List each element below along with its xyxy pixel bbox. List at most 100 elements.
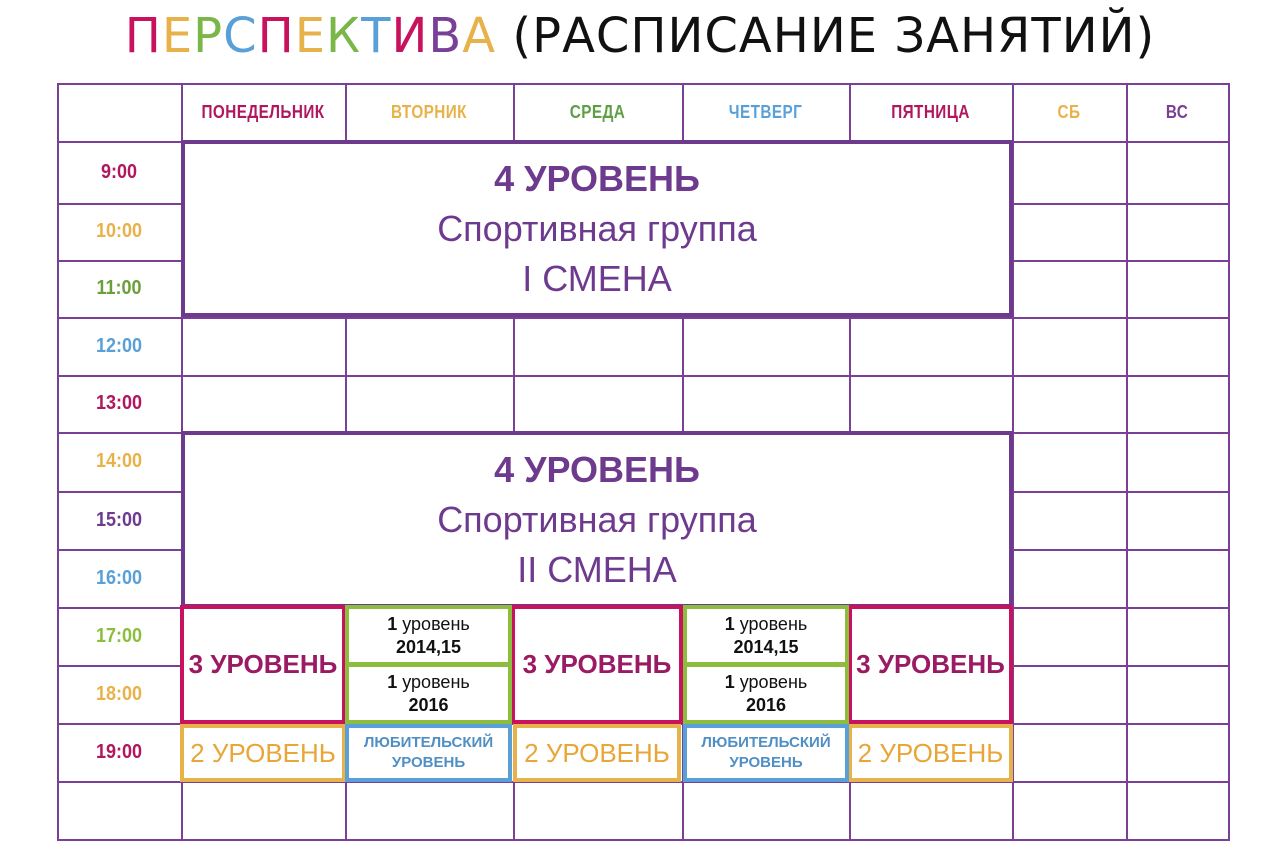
day-header: СРЕДА: [569, 101, 626, 122]
brand-letter: Е: [294, 8, 327, 64]
grid-cell: [1012, 549, 1128, 609]
grid-cell: [849, 781, 1014, 841]
grid-cell: [57, 83, 183, 143]
day-header: СБ: [1057, 101, 1081, 122]
lesson-tue-level1-a: 1 уровень 2014,15: [345, 605, 512, 666]
lesson-thu-level1-b: 1 уровень 2016: [683, 663, 849, 724]
lesson-label: 3 УРОВЕНЬ: [856, 649, 1005, 679]
brand-letter: Т: [361, 8, 392, 64]
grid-cell: [513, 375, 684, 434]
lesson-fri-level3: 3 УРОВЕНЬ: [848, 605, 1013, 724]
brand-letter: Е: [161, 8, 194, 64]
grid-cell: [513, 317, 684, 377]
grid-cell: [1126, 83, 1230, 143]
page-title: ПЕРСПЕКТИВА (РАСПИСАНИЕ ЗАНЯТИЙ): [0, 6, 1280, 66]
lesson-tue-level1-b: 1 уровень 2016: [345, 663, 512, 724]
grid-cell: [181, 317, 347, 377]
grid-cell: [1012, 141, 1128, 205]
time-label: 13:00: [95, 392, 143, 414]
grid-cell: [1012, 83, 1128, 143]
lesson-mon-level2: 2 УРОВЕНЬ: [180, 724, 346, 782]
grid-cell: [57, 260, 183, 319]
block-group: Спортивная группа: [437, 207, 757, 249]
brand-letter: К: [326, 8, 362, 64]
day-header: ПЯТНИЦА: [891, 101, 970, 122]
grid-cell: [1012, 491, 1128, 551]
birth-years: 2014,15: [733, 636, 799, 657]
birth-years: 2014,15: [395, 636, 462, 657]
level-number: 1: [387, 671, 398, 692]
brand-letter: И: [391, 8, 429, 64]
time-label: 16:00: [95, 566, 143, 589]
grid-cell: [1126, 665, 1230, 725]
lesson-thu-level1-a: 1 уровень 2014,15: [683, 605, 849, 666]
grid-cell: [1126, 203, 1230, 262]
time-label: 14:00: [95, 450, 143, 472]
level-word: уровень: [402, 613, 470, 634]
lesson-label: 2 УРОВЕНЬ: [190, 737, 336, 768]
grid-cell: [181, 781, 347, 841]
lesson-label: 3 УРОВЕНЬ: [188, 649, 338, 679]
brand-letter: Р: [193, 8, 224, 64]
lesson-label: 3 УРОВЕНЬ: [522, 649, 672, 679]
block-level: 4 УРОВЕНЬ: [494, 448, 700, 490]
lesson-tue-amateur: ЛЮБИТЕЛЬСКИЙ УРОВЕНЬ: [345, 724, 512, 782]
grid-cell: [57, 491, 183, 551]
lesson-thu-amateur: ЛЮБИТЕЛЬСКИЙ УРОВЕНЬ: [683, 724, 849, 782]
lesson-label: 2 УРОВЕНЬ: [524, 737, 670, 768]
brand-letter: С: [223, 8, 258, 64]
level-word: уровень: [739, 613, 808, 634]
grid-cell: [57, 141, 183, 205]
grid-cell: [181, 83, 347, 143]
day-header: ПОНЕДЕЛЬНИК: [201, 101, 325, 122]
amateur-line2: УРОВЕНЬ: [729, 754, 803, 771]
amateur-line2: УРОВЕНЬ: [391, 754, 466, 771]
amateur-line1: ЛЮБИТЕЛЬСКИЙ: [701, 734, 831, 751]
time-label: 11:00: [96, 277, 142, 299]
level-number: 1: [724, 671, 735, 692]
level-number: 1: [724, 613, 735, 634]
grid-cell: [1012, 665, 1128, 725]
grid-cell: [1126, 432, 1230, 493]
lesson-wed-level2: 2 УРОВЕНЬ: [513, 724, 681, 782]
grid-cell: [1012, 723, 1128, 783]
grid-cell: [345, 317, 515, 377]
grid-cell: [682, 781, 851, 841]
grid-cell: [57, 665, 183, 725]
grid-cell: [1126, 549, 1230, 609]
grid-cell: [57, 432, 183, 493]
lesson-wed-level3: 3 УРОВЕНЬ: [511, 605, 683, 724]
grid-cell: [849, 375, 1014, 434]
grid-cell: [1126, 781, 1230, 841]
day-header: ВТОРНИК: [391, 101, 467, 122]
grid-cell: [849, 317, 1014, 377]
brand-letter: В: [428, 8, 463, 64]
grid-cell: [682, 317, 851, 377]
time-label: 19:00: [95, 740, 143, 763]
grid-cell: [181, 375, 347, 434]
grid-cell: [682, 375, 851, 434]
block-group: Спортивная группа: [437, 498, 757, 540]
grid-cell: [1126, 260, 1230, 319]
birth-years: 2016: [745, 694, 787, 715]
day-header: ЧЕТВЕРГ: [728, 101, 803, 122]
lesson-fri-level2: 2 УРОВЕНЬ: [848, 724, 1013, 782]
time-label: 17:00: [95, 624, 143, 647]
grid-cell: [345, 375, 515, 434]
day-header: ВС: [1165, 101, 1189, 122]
grid-cell: [1012, 317, 1128, 377]
block-shift: II СМЕНА: [517, 548, 677, 590]
grid-cell: [1126, 607, 1230, 667]
grid-cell: [513, 781, 684, 841]
grid-cell: [1126, 723, 1230, 783]
grid-cell: [1012, 375, 1128, 434]
time-label: 12:00: [95, 334, 143, 357]
title-subtitle: (РАСПИСАНИЕ ЗАНЯТИЙ): [512, 8, 1156, 64]
grid-cell: [57, 781, 183, 841]
grid-cell: [1126, 375, 1230, 434]
time-label: 9:00: [100, 160, 138, 183]
time-label: 10:00: [95, 220, 143, 242]
level-number: 1: [387, 613, 398, 634]
birth-years: 2016: [408, 694, 449, 715]
lesson-mon-level3: 3 УРОВЕНЬ: [180, 605, 346, 724]
